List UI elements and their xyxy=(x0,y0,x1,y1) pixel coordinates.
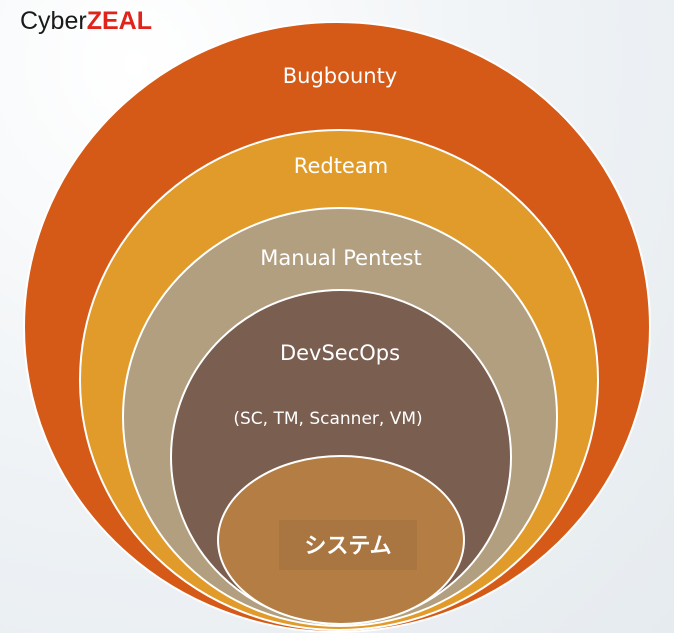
logo-text-cyber: Cyber xyxy=(20,7,87,35)
layer-devsecops-sublabel: (SC, TM, Scanner, VM) xyxy=(233,409,422,429)
layer-system-label: システム xyxy=(304,534,391,559)
system-label-box xyxy=(279,520,417,570)
layer-redteam-label: Redteam xyxy=(294,154,388,178)
cyberzeal-logo: CyberZEAL xyxy=(20,6,152,36)
layer-devsecops-label: DevSecOps xyxy=(280,341,400,365)
layer-bugbounty-label: Bugbounty xyxy=(283,64,398,88)
logo-text-zeal: ZEAL xyxy=(86,7,152,35)
layer-manual-pentest-label: Manual Pentest xyxy=(260,246,421,270)
